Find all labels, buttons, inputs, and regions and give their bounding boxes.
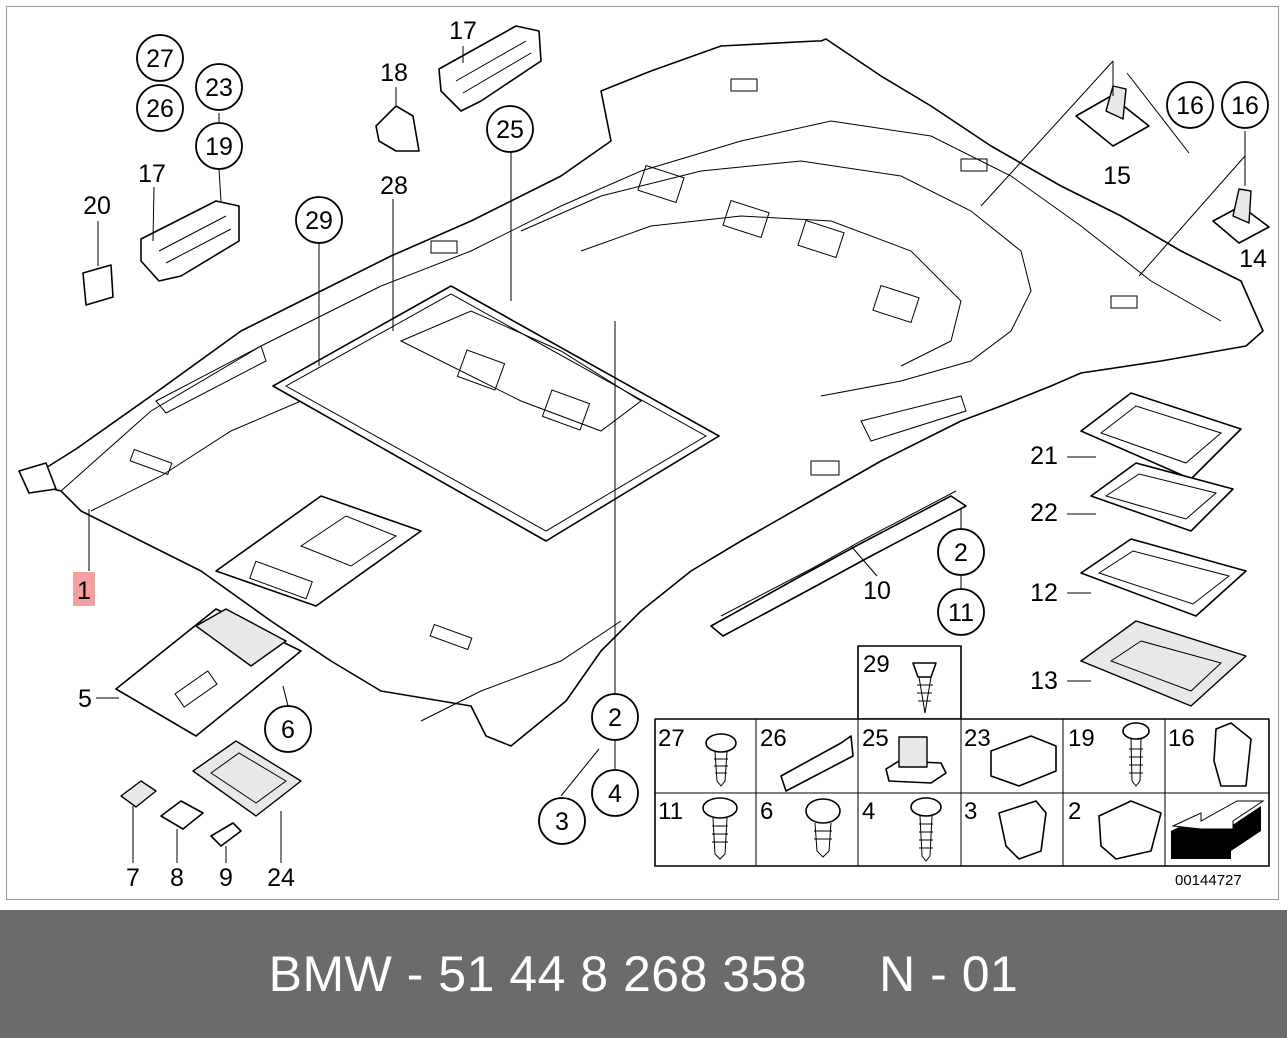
- callout-6: 6: [281, 716, 295, 744]
- table-cell-label: 26: [760, 725, 787, 752]
- table-cell-label: 6: [760, 798, 773, 825]
- parts-diagram: 27 26 23 19 17 17 20 18 25 28 29 16 16 1…: [18, 17, 1270, 892]
- table-cell-label: 25: [862, 725, 889, 752]
- clip-14: [1212, 188, 1270, 244]
- screw-19-icon: [1122, 722, 1150, 787]
- callout-3: 3: [555, 808, 569, 836]
- fastener-table: 29 27 26 25 23 19 16 11 6 4 3 2: [654, 645, 1270, 867]
- callout-17-left: 17: [138, 160, 166, 188]
- cover-20: [82, 264, 114, 306]
- clip-18: [375, 105, 420, 152]
- callout-5: 5: [78, 685, 92, 713]
- lamp-12: [1080, 538, 1247, 617]
- callout-1-highlight: [73, 572, 95, 606]
- callout-13: 13: [1030, 667, 1058, 695]
- callout-14: 14: [1239, 245, 1267, 273]
- callout-19: 19: [205, 133, 233, 161]
- leader-lines: [88, 46, 1246, 863]
- callout-24: 24: [267, 864, 295, 892]
- callout-8: 8: [170, 864, 184, 892]
- table-cell-label: 16: [1168, 725, 1195, 752]
- table-cell-label: 11: [658, 798, 683, 825]
- callout-25: 25: [496, 116, 524, 144]
- callouts: 27 26 23 19 17 17 20 18 25 28 29 16 16 1…: [73, 17, 1269, 892]
- table-cell-label: 23: [964, 725, 991, 752]
- rail-10: [710, 490, 967, 637]
- clip-9: [210, 822, 242, 847]
- screw-4-icon: [910, 797, 942, 862]
- screw-11-icon: [702, 797, 738, 860]
- screw-27-icon: [705, 733, 737, 787]
- callout-16-b: 16: [1231, 92, 1259, 120]
- callout-1: 1: [77, 577, 91, 605]
- callout-21: 21: [1030, 442, 1058, 470]
- table-cell-label: 19: [1068, 725, 1095, 752]
- drawing-code: 00144727: [1175, 872, 1242, 889]
- parts-diagram-frame: 27 26 23 19 17 17 20 18 25 28 29 16 16 1…: [6, 6, 1279, 900]
- table-cell-label: 29: [863, 651, 890, 678]
- grab-handle-17-left: [140, 200, 240, 282]
- callout-12: 12: [1030, 579, 1058, 607]
- screw-6-icon: [805, 798, 841, 858]
- switch-7: [120, 780, 157, 808]
- callout-26: 26: [146, 95, 174, 123]
- nut-2-icon: [1098, 800, 1162, 860]
- frame-21: [1080, 392, 1242, 480]
- grab-handle-17-top: [438, 25, 542, 112]
- lamp-13: [1080, 620, 1247, 707]
- callout-23: 23: [205, 74, 233, 102]
- table-cell-label: 3: [964, 798, 977, 825]
- callout-10: 10: [863, 577, 891, 605]
- table-cell-label: 4: [862, 798, 875, 825]
- callout-11: 11: [948, 599, 974, 627]
- part-number-text: BMW - 51 44 8 268 358 N - 01: [268, 946, 1019, 1002]
- callout-28: 28: [380, 172, 408, 200]
- clip-16-icon: [1213, 722, 1252, 787]
- callout-22: 22: [1030, 499, 1058, 527]
- callout-2-right: 2: [954, 539, 968, 567]
- callout-20: 20: [83, 192, 111, 220]
- callout-7: 7: [126, 864, 140, 892]
- lamp-24: [192, 740, 302, 817]
- callout-18: 18: [380, 59, 408, 87]
- console-5: [115, 608, 302, 737]
- callout-16-a: 16: [1176, 92, 1204, 120]
- bracket-26-icon: [780, 735, 854, 792]
- cover-8: [160, 800, 204, 830]
- clip-23-icon: [990, 735, 1057, 787]
- callout-4: 4: [608, 780, 622, 808]
- callout-27: 27: [146, 45, 174, 73]
- table-cell-label: 2: [1068, 798, 1081, 825]
- direction-arrow-icon: [1171, 800, 1265, 859]
- part-number-footer: BMW - 51 44 8 268 358 N - 01: [0, 910, 1287, 1038]
- callout-17-top: 17: [449, 17, 477, 45]
- frame-22: [1090, 462, 1234, 532]
- callout-2-bottom: 2: [608, 704, 622, 732]
- callout-9: 9: [219, 864, 233, 892]
- clip-25-icon: [885, 736, 947, 784]
- table-cell-label: 27: [658, 725, 685, 752]
- headliner-panel: [18, 38, 1264, 747]
- callout-29: 29: [305, 207, 333, 235]
- clip-15: [1075, 85, 1150, 147]
- callout-15: 15: [1103, 162, 1131, 190]
- nut-3-icon: [998, 800, 1047, 860]
